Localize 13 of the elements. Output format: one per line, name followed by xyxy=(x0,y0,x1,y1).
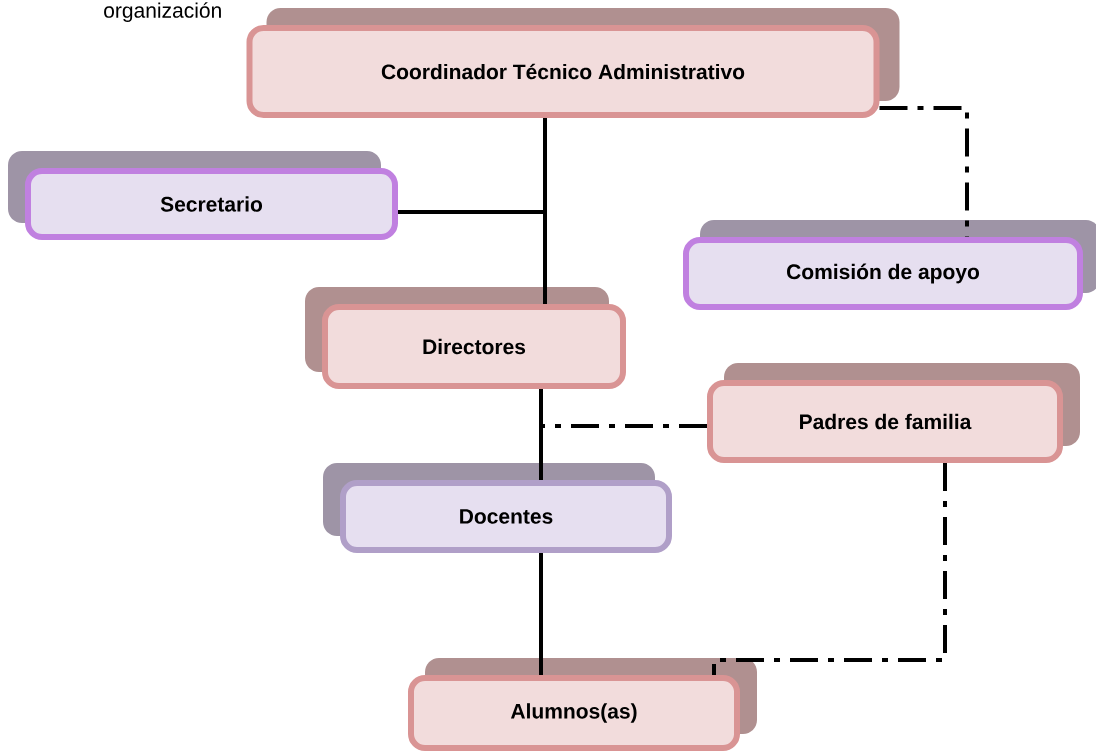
connector-line xyxy=(539,389,707,428)
org-box: Secretario xyxy=(8,151,398,240)
connector-line xyxy=(539,389,543,480)
connector-line xyxy=(543,118,547,304)
org-box: Comisión de apoyo xyxy=(683,220,1096,310)
connector-line xyxy=(539,553,543,675)
org-box: Coordinador Técnico Administrativo xyxy=(246,8,900,118)
org-box: Docentes xyxy=(323,463,672,553)
connector-line xyxy=(712,463,947,675)
org-box: Padres de familia xyxy=(707,363,1080,463)
org-box: Alumnos(as) xyxy=(408,658,757,751)
title-text: organización xyxy=(104,2,221,22)
org-box: Directores xyxy=(305,287,626,389)
